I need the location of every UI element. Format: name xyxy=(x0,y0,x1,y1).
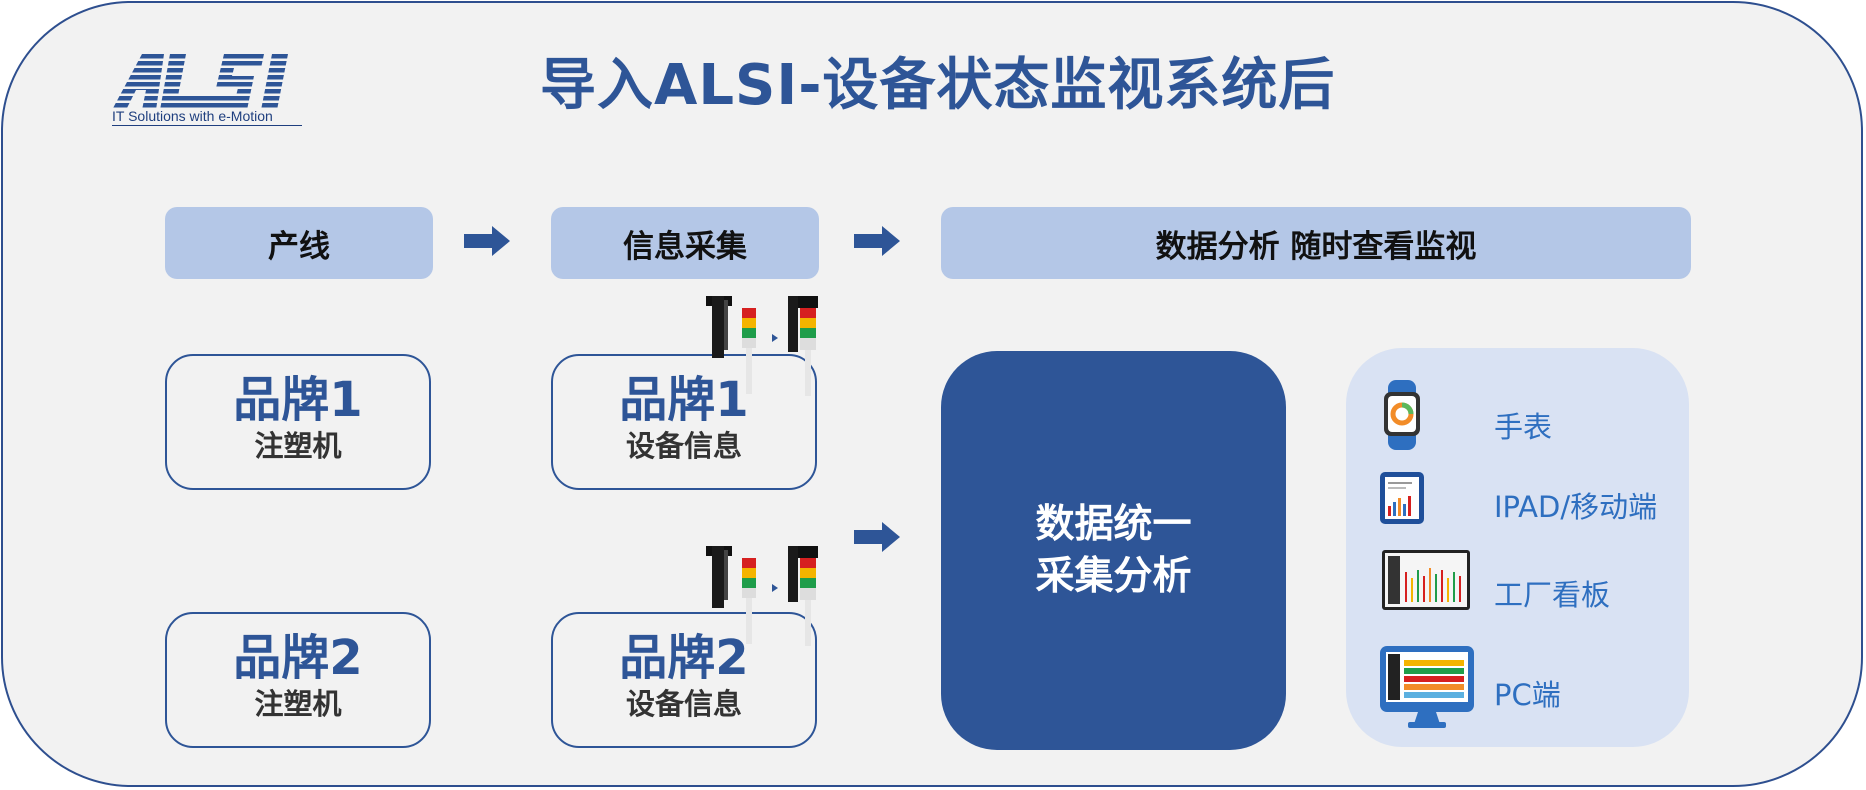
device-label-pc: PC端 xyxy=(1494,678,1561,712)
machine-type: 注塑机 xyxy=(254,687,342,721)
device-label-tablet: IPAD/移动端 xyxy=(1494,490,1658,524)
collector-box: 品牌1 设备信息 xyxy=(551,354,817,490)
arrow-right-icon xyxy=(854,522,900,552)
smartwatch-icon xyxy=(1384,380,1420,450)
data-hub: 数据统一 采集分析 xyxy=(941,351,1286,750)
alsi-logo xyxy=(112,54,288,110)
machine-box: 品牌2 注塑机 xyxy=(165,612,431,748)
step-info-collection: 信息采集 xyxy=(551,207,819,279)
signal-tower-sensor-icon xyxy=(706,546,818,646)
collector-box: 品牌2 设备信息 xyxy=(551,612,817,748)
signal-tower-sensor-icon xyxy=(706,296,818,396)
machine-brand: 品牌1 xyxy=(233,372,363,428)
page-title: 导入ALSI-设备状态监视系统后 xyxy=(540,53,1336,118)
collector-info: 设备信息 xyxy=(625,429,742,463)
machine-type: 注塑机 xyxy=(254,429,342,463)
machine-brand: 品牌2 xyxy=(233,630,363,686)
collector-brand: 品牌2 xyxy=(619,630,749,686)
hub-line-1: 数据统一 xyxy=(1035,501,1192,547)
machine-box: 品牌1 注塑机 xyxy=(165,354,431,490)
arrow-right-icon xyxy=(854,226,900,256)
pc-monitor-icon xyxy=(1380,646,1474,728)
step-data-analysis: 数据分析 随时查看监视 xyxy=(941,207,1691,279)
factory-board-icon xyxy=(1382,550,1470,610)
step-production-line: 产线 xyxy=(165,207,433,279)
logo-tagline: IT Solutions with e-Motion xyxy=(112,108,302,126)
device-label-watch: 手表 xyxy=(1494,410,1553,444)
tablet-icon xyxy=(1380,472,1424,524)
arrow-right-icon xyxy=(464,226,510,256)
device-label-board: 工厂看板 xyxy=(1494,578,1611,612)
collector-brand: 品牌1 xyxy=(619,372,749,428)
hub-line-2: 采集分析 xyxy=(1035,553,1192,599)
collector-info: 设备信息 xyxy=(625,687,742,721)
